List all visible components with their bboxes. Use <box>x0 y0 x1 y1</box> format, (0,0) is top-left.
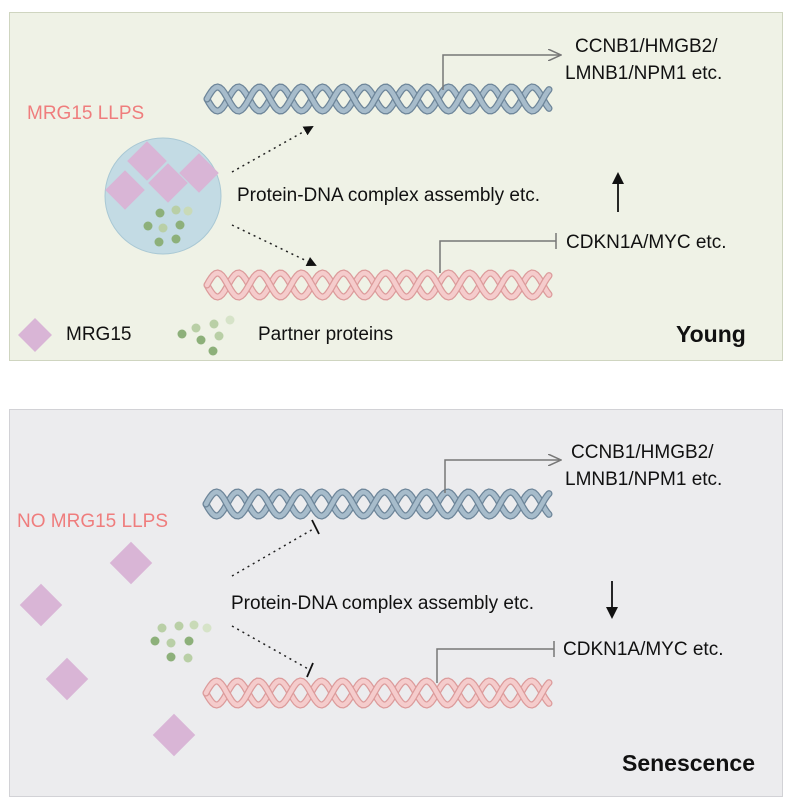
legend-partner-label: Partner proteins <box>258 324 394 345</box>
legend-mrg15-label: MRG15 <box>66 324 132 345</box>
dna-strand <box>204 84 552 114</box>
senescence-blocked-line-upper <box>231 527 316 577</box>
senescence-block-bar-upper <box>311 519 320 535</box>
senescence-block-bar-lower <box>306 662 314 678</box>
dna-strand <box>203 678 552 708</box>
young-activation-arrow <box>442 55 560 90</box>
legend-partner-icon <box>177 315 235 356</box>
senescence-repression-line <box>436 648 554 683</box>
young-complex-label: Protein-DNA complex assembly etc. <box>237 185 541 206</box>
dna-strand <box>204 270 552 300</box>
senescence-upper-target-line2: LMNB1/NPM1 etc. <box>565 469 723 490</box>
senescence-upper-target-line1: CCNB1/HMGB2/ <box>571 442 714 463</box>
senescence-stage-label: Senescence <box>622 750 755 776</box>
dna-strand <box>203 678 552 708</box>
droplet-partner-group <box>143 205 193 247</box>
young-dotted-arrow-upper <box>231 126 314 173</box>
senescence-llps-label: NO MRG15 LLPS <box>17 511 168 532</box>
senescence-lower-dna <box>202 677 553 709</box>
young-dotted-arrow-lower <box>231 224 317 267</box>
senescence-panel <box>9 409 783 797</box>
scattered-partner-group <box>150 620 212 663</box>
senescence-blocked-line-lower <box>231 625 311 671</box>
senescence-lower-target: CDKN1A/MYC etc. <box>563 639 724 660</box>
dna-strand <box>204 270 552 300</box>
dna-strand <box>203 489 552 519</box>
dna-strand <box>203 489 552 519</box>
young-lower-target: CDKN1A/MYC etc. <box>566 232 727 253</box>
young-upper-target-line2: LMNB1/NPM1 etc. <box>565 63 723 84</box>
scattered-mrg15-group <box>19 541 196 757</box>
senescence-activation-arrow <box>444 460 560 493</box>
young-upper-dna <box>203 83 553 115</box>
dna-strand <box>204 84 552 114</box>
senescence-complex-label: Protein-DNA complex assembly etc. <box>231 593 535 614</box>
droplet-mrg15-group <box>105 141 219 210</box>
down-arrow-icon <box>606 581 618 619</box>
young-llps-label: MRG15 LLPS <box>27 103 145 124</box>
young-repression-line <box>439 240 556 273</box>
young-lower-dna <box>203 269 553 301</box>
young-stage-label: Young <box>676 321 746 347</box>
legend-mrg15-icon <box>18 318 52 352</box>
up-arrow-icon <box>612 172 624 212</box>
senescence-upper-dna <box>202 488 553 520</box>
young-upper-target-line1: CCNB1/HMGB2/ <box>575 36 718 57</box>
